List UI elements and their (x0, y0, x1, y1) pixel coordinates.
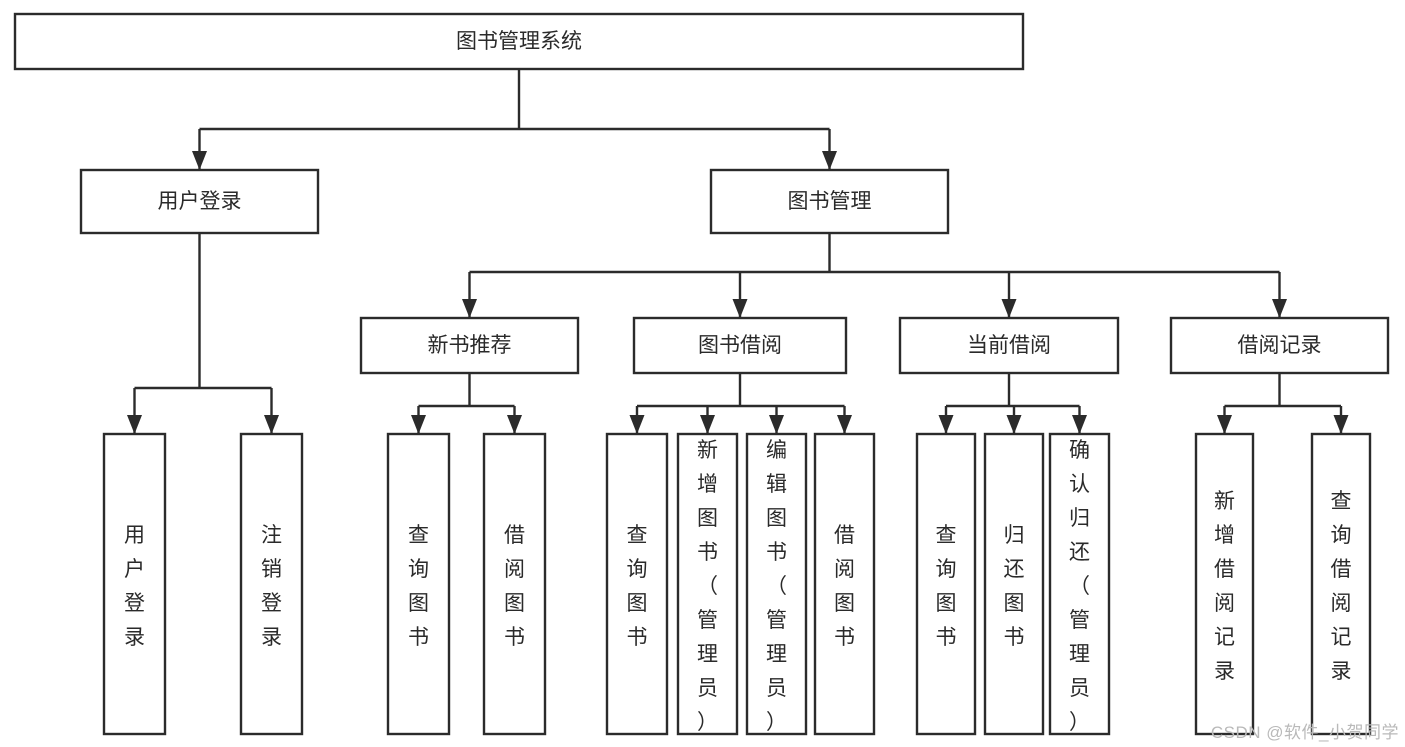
arrow-head-icon (700, 415, 715, 434)
connectors-layer (127, 69, 1349, 434)
arrow-head-icon (1072, 415, 1087, 434)
node-box[interactable] (239, 432, 304, 736)
node-box[interactable] (898, 316, 1120, 375)
arrow-head-icon (629, 415, 645, 434)
arrow-head-icon (732, 299, 748, 318)
node-box[interactable] (79, 168, 320, 235)
boxes-layer: 图书管理系统用户登录图书管理新书推荐图书借阅当前借阅借阅记录用户登录注销登录查询… (13, 12, 1390, 736)
node-label: 查询图书 (408, 524, 429, 649)
node-box[interactable] (676, 432, 739, 736)
arrow-head-icon (462, 299, 477, 318)
watermark-label: CSDN @软件_小贺同学 (1210, 723, 1399, 742)
node-leaf-user-logout[interactable]: 注销登录 (239, 432, 304, 736)
node-box[interactable] (102, 432, 167, 736)
node-new-book-recommend[interactable]: 新书推荐 (359, 316, 580, 375)
node-leaf-user-login[interactable]: 用户登录 (102, 432, 167, 736)
node-box[interactable] (13, 12, 1025, 71)
node-box[interactable] (1310, 432, 1372, 736)
node-current-borrow[interactable]: 当前借阅 (898, 316, 1120, 375)
node-label: 借阅记录 (1238, 334, 1322, 357)
arrow-head-icon (1006, 415, 1022, 434)
node-label: 借阅图书 (504, 524, 525, 649)
node-label: 确认归还（管理员） (1069, 439, 1090, 734)
node-root[interactable]: 图书管理系统 (13, 12, 1025, 71)
node-box[interactable] (745, 432, 808, 736)
node-label: 查询图书 (627, 524, 648, 649)
node-label: 查询图书 (936, 524, 957, 649)
node-label: 图书管理 (788, 190, 872, 213)
node-box[interactable] (1169, 316, 1390, 375)
arrow-head-icon (1217, 415, 1232, 434)
node-leaf-query-record[interactable]: 查询借阅记录 (1310, 432, 1372, 736)
node-leaf-add-record[interactable]: 新增借阅记录 (1194, 432, 1255, 736)
node-leaf-borrow-book-2[interactable]: 借阅图书 (813, 432, 876, 736)
node-leaf-confirm-return[interactable]: 确认归还（管理员） (1048, 432, 1111, 736)
arrow-head-icon (1001, 299, 1017, 318)
arrow-head-icon (411, 415, 426, 434)
node-box[interactable] (386, 432, 451, 736)
node-box[interactable] (359, 316, 580, 375)
node-user-login[interactable]: 用户登录 (79, 168, 320, 235)
arrow-head-icon (837, 415, 852, 434)
node-leaf-query-book-3[interactable]: 查询图书 (915, 432, 977, 736)
node-label: 编辑图书（管理员） (766, 439, 787, 734)
node-box[interactable] (605, 432, 669, 736)
node-box[interactable] (709, 168, 950, 235)
arrow-head-icon (769, 415, 784, 434)
node-box[interactable] (632, 316, 848, 375)
node-leaf-borrow-book-1[interactable]: 借阅图书 (482, 432, 547, 736)
node-leaf-edit-book[interactable]: 编辑图书（管理员） (745, 432, 808, 736)
arrow-head-icon (822, 151, 837, 170)
arrow-head-icon (1272, 299, 1287, 318)
arrow-head-icon (938, 415, 954, 434)
arrow-head-icon (192, 151, 207, 170)
node-leaf-return-book[interactable]: 归还图书 (983, 432, 1045, 736)
node-label: 借阅图书 (834, 524, 855, 649)
arrow-head-icon (127, 415, 142, 434)
node-leaf-query-book-2[interactable]: 查询图书 (605, 432, 669, 736)
node-box[interactable] (813, 432, 876, 736)
node-label: 注销登录 (261, 524, 282, 649)
node-label: 新增图书（管理员） (697, 439, 718, 734)
arrow-head-icon (264, 415, 279, 434)
node-box[interactable] (1048, 432, 1111, 736)
node-label: 新书推荐 (428, 334, 512, 357)
node-leaf-query-book-1[interactable]: 查询图书 (386, 432, 451, 736)
arrow-head-icon (507, 415, 522, 434)
node-box[interactable] (915, 432, 977, 736)
node-label: 图书借阅 (698, 334, 782, 357)
arrow-head-icon (1333, 415, 1349, 434)
node-borrow-record[interactable]: 借阅记录 (1169, 316, 1390, 375)
node-label: 图书管理系统 (456, 30, 582, 53)
node-box[interactable] (482, 432, 547, 736)
node-box[interactable] (983, 432, 1045, 736)
node-label: 查询借阅记录 (1331, 490, 1352, 683)
node-label: 归还图书 (1004, 524, 1025, 649)
node-label: 新增借阅记录 (1214, 490, 1235, 683)
node-book-borrow[interactable]: 图书借阅 (632, 316, 848, 375)
node-label: 用户登录 (158, 190, 242, 213)
node-book-manage[interactable]: 图书管理 (709, 168, 950, 235)
node-leaf-add-book[interactable]: 新增图书（管理员） (676, 432, 739, 736)
node-box[interactable] (1194, 432, 1255, 736)
node-label: 当前借阅 (967, 334, 1051, 357)
node-label: 用户登录 (124, 524, 145, 649)
